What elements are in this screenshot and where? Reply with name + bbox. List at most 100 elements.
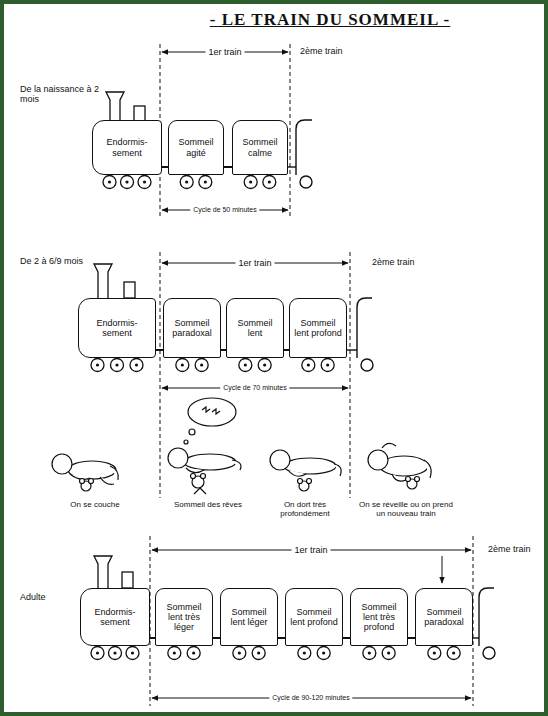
wheel-hub bbox=[303, 651, 306, 654]
wheel-hub bbox=[307, 363, 310, 366]
node-text: Sommeil lent profond bbox=[286, 605, 342, 629]
diagram-title: - LE TRAIN DU SOMMEIL - bbox=[180, 10, 480, 30]
node-text: Sommeil paradoxal bbox=[416, 605, 472, 629]
sleep-wagon: Sommeil paradoxal bbox=[415, 588, 473, 646]
sleep-wagon: Sommeil lent léger bbox=[220, 588, 278, 646]
wheel-hub bbox=[115, 363, 118, 366]
wheel bbox=[91, 359, 104, 372]
age-label: De la naissance à 2 mois bbox=[20, 84, 100, 105]
wheel bbox=[111, 359, 124, 372]
wheel bbox=[298, 647, 311, 660]
node-text: Sommeil lent léger bbox=[221, 605, 277, 629]
node-text: Sommeil calme bbox=[233, 135, 287, 159]
train-label: 2ème train bbox=[372, 257, 432, 267]
node-text: Sommeil lent très léger bbox=[156, 600, 212, 634]
train-label: 2ème train bbox=[488, 544, 540, 554]
wheel bbox=[187, 647, 200, 660]
wheel-hub bbox=[249, 180, 252, 183]
wheel-hub bbox=[108, 180, 111, 183]
wheel bbox=[109, 647, 122, 660]
wheel bbox=[321, 359, 334, 372]
wheel bbox=[317, 647, 330, 660]
cycle-label: Cycle de 90-120 minutes bbox=[269, 694, 352, 702]
wheel-hub bbox=[125, 180, 128, 183]
wheel bbox=[199, 176, 212, 189]
node-text: Sommeil lent très profond bbox=[351, 600, 407, 634]
wheel bbox=[363, 647, 376, 660]
wheel-hub bbox=[96, 651, 99, 654]
sleep-wagon: Sommeil paradoxal bbox=[163, 298, 221, 358]
caption: On se couche bbox=[48, 500, 142, 509]
wheel bbox=[121, 176, 134, 189]
caption: On dort très profondément bbox=[262, 500, 348, 518]
wheel-hub bbox=[387, 651, 390, 654]
wheel bbox=[91, 647, 104, 660]
wheel-hub bbox=[238, 651, 241, 654]
wheel bbox=[126, 647, 139, 660]
wheel-hub bbox=[433, 651, 436, 654]
wheel bbox=[258, 359, 271, 372]
cycle-label: Cycle de 70 minutes bbox=[220, 384, 289, 392]
node-text: Endormis- sement bbox=[79, 316, 155, 340]
caption: On se réveille ou on prend un nouveau tr… bbox=[354, 500, 458, 518]
wheel-hub bbox=[204, 180, 207, 183]
coupling bbox=[224, 166, 232, 168]
cycle-label: Cycle de 50 minutes bbox=[190, 206, 259, 214]
wheel-hub bbox=[326, 363, 329, 366]
locomotive: Endormis- sement bbox=[80, 588, 150, 646]
node-text: Sommeil agité bbox=[169, 135, 223, 159]
wheel bbox=[168, 647, 181, 660]
node-text: Endormis- sement bbox=[81, 605, 149, 629]
wheel-hub bbox=[263, 363, 266, 366]
wheel-hub bbox=[135, 363, 138, 366]
wheel-hub bbox=[143, 180, 146, 183]
sleep-wagon: Sommeil lent profond bbox=[289, 298, 347, 358]
wheel bbox=[195, 359, 208, 372]
wheel-hub bbox=[96, 363, 99, 366]
wheel-hub bbox=[185, 180, 188, 183]
wheel-hub bbox=[368, 651, 371, 654]
coupling bbox=[343, 637, 350, 639]
wheel-hub bbox=[173, 651, 176, 654]
wheel bbox=[180, 176, 193, 189]
node-text: Endormis- sement bbox=[93, 135, 161, 159]
wheel bbox=[138, 176, 151, 189]
wheel-hub bbox=[322, 651, 325, 654]
wheel bbox=[428, 647, 441, 660]
wheel bbox=[263, 176, 276, 189]
wheel bbox=[244, 176, 257, 189]
wheel bbox=[103, 176, 116, 189]
train-label: 1er train bbox=[235, 258, 274, 268]
train-label: 2ème train bbox=[300, 46, 360, 56]
wheel-hub bbox=[181, 363, 184, 366]
node-text: Sommeil lent profond bbox=[290, 316, 346, 340]
sleep-wagon: Sommeil lent bbox=[226, 298, 284, 358]
wheel-hub bbox=[113, 651, 116, 654]
wheel bbox=[382, 647, 395, 660]
sleep-wagon: Sommeil agité bbox=[168, 120, 224, 175]
sleep-wagon: Sommeil calme bbox=[232, 120, 288, 175]
coupling bbox=[408, 637, 415, 639]
wheel bbox=[176, 359, 189, 372]
locomotive: Endormis- sement bbox=[78, 298, 156, 358]
wheel bbox=[239, 359, 252, 372]
age-label: Adulte bbox=[20, 592, 76, 602]
node-text: Sommeil lent bbox=[227, 316, 283, 340]
wheel-hub bbox=[244, 363, 247, 366]
coupling bbox=[213, 637, 220, 639]
caption: Sommeil des rêves bbox=[160, 500, 256, 509]
coupling bbox=[278, 637, 285, 639]
sleep-wagon: Sommeil lent très léger bbox=[155, 588, 213, 646]
sleep-wagon: Sommeil lent très profond bbox=[350, 588, 408, 646]
wheel bbox=[233, 647, 246, 660]
coupling bbox=[156, 349, 163, 351]
wheel bbox=[302, 359, 315, 372]
wheel-hub bbox=[257, 651, 260, 654]
train-label: 1er train bbox=[205, 47, 244, 57]
locomotive: Endormis- sement bbox=[92, 120, 162, 175]
wheel-hub bbox=[200, 363, 203, 366]
train-label: 1er train bbox=[291, 545, 330, 555]
wheel-hub bbox=[268, 180, 271, 183]
wheel-hub bbox=[452, 651, 455, 654]
